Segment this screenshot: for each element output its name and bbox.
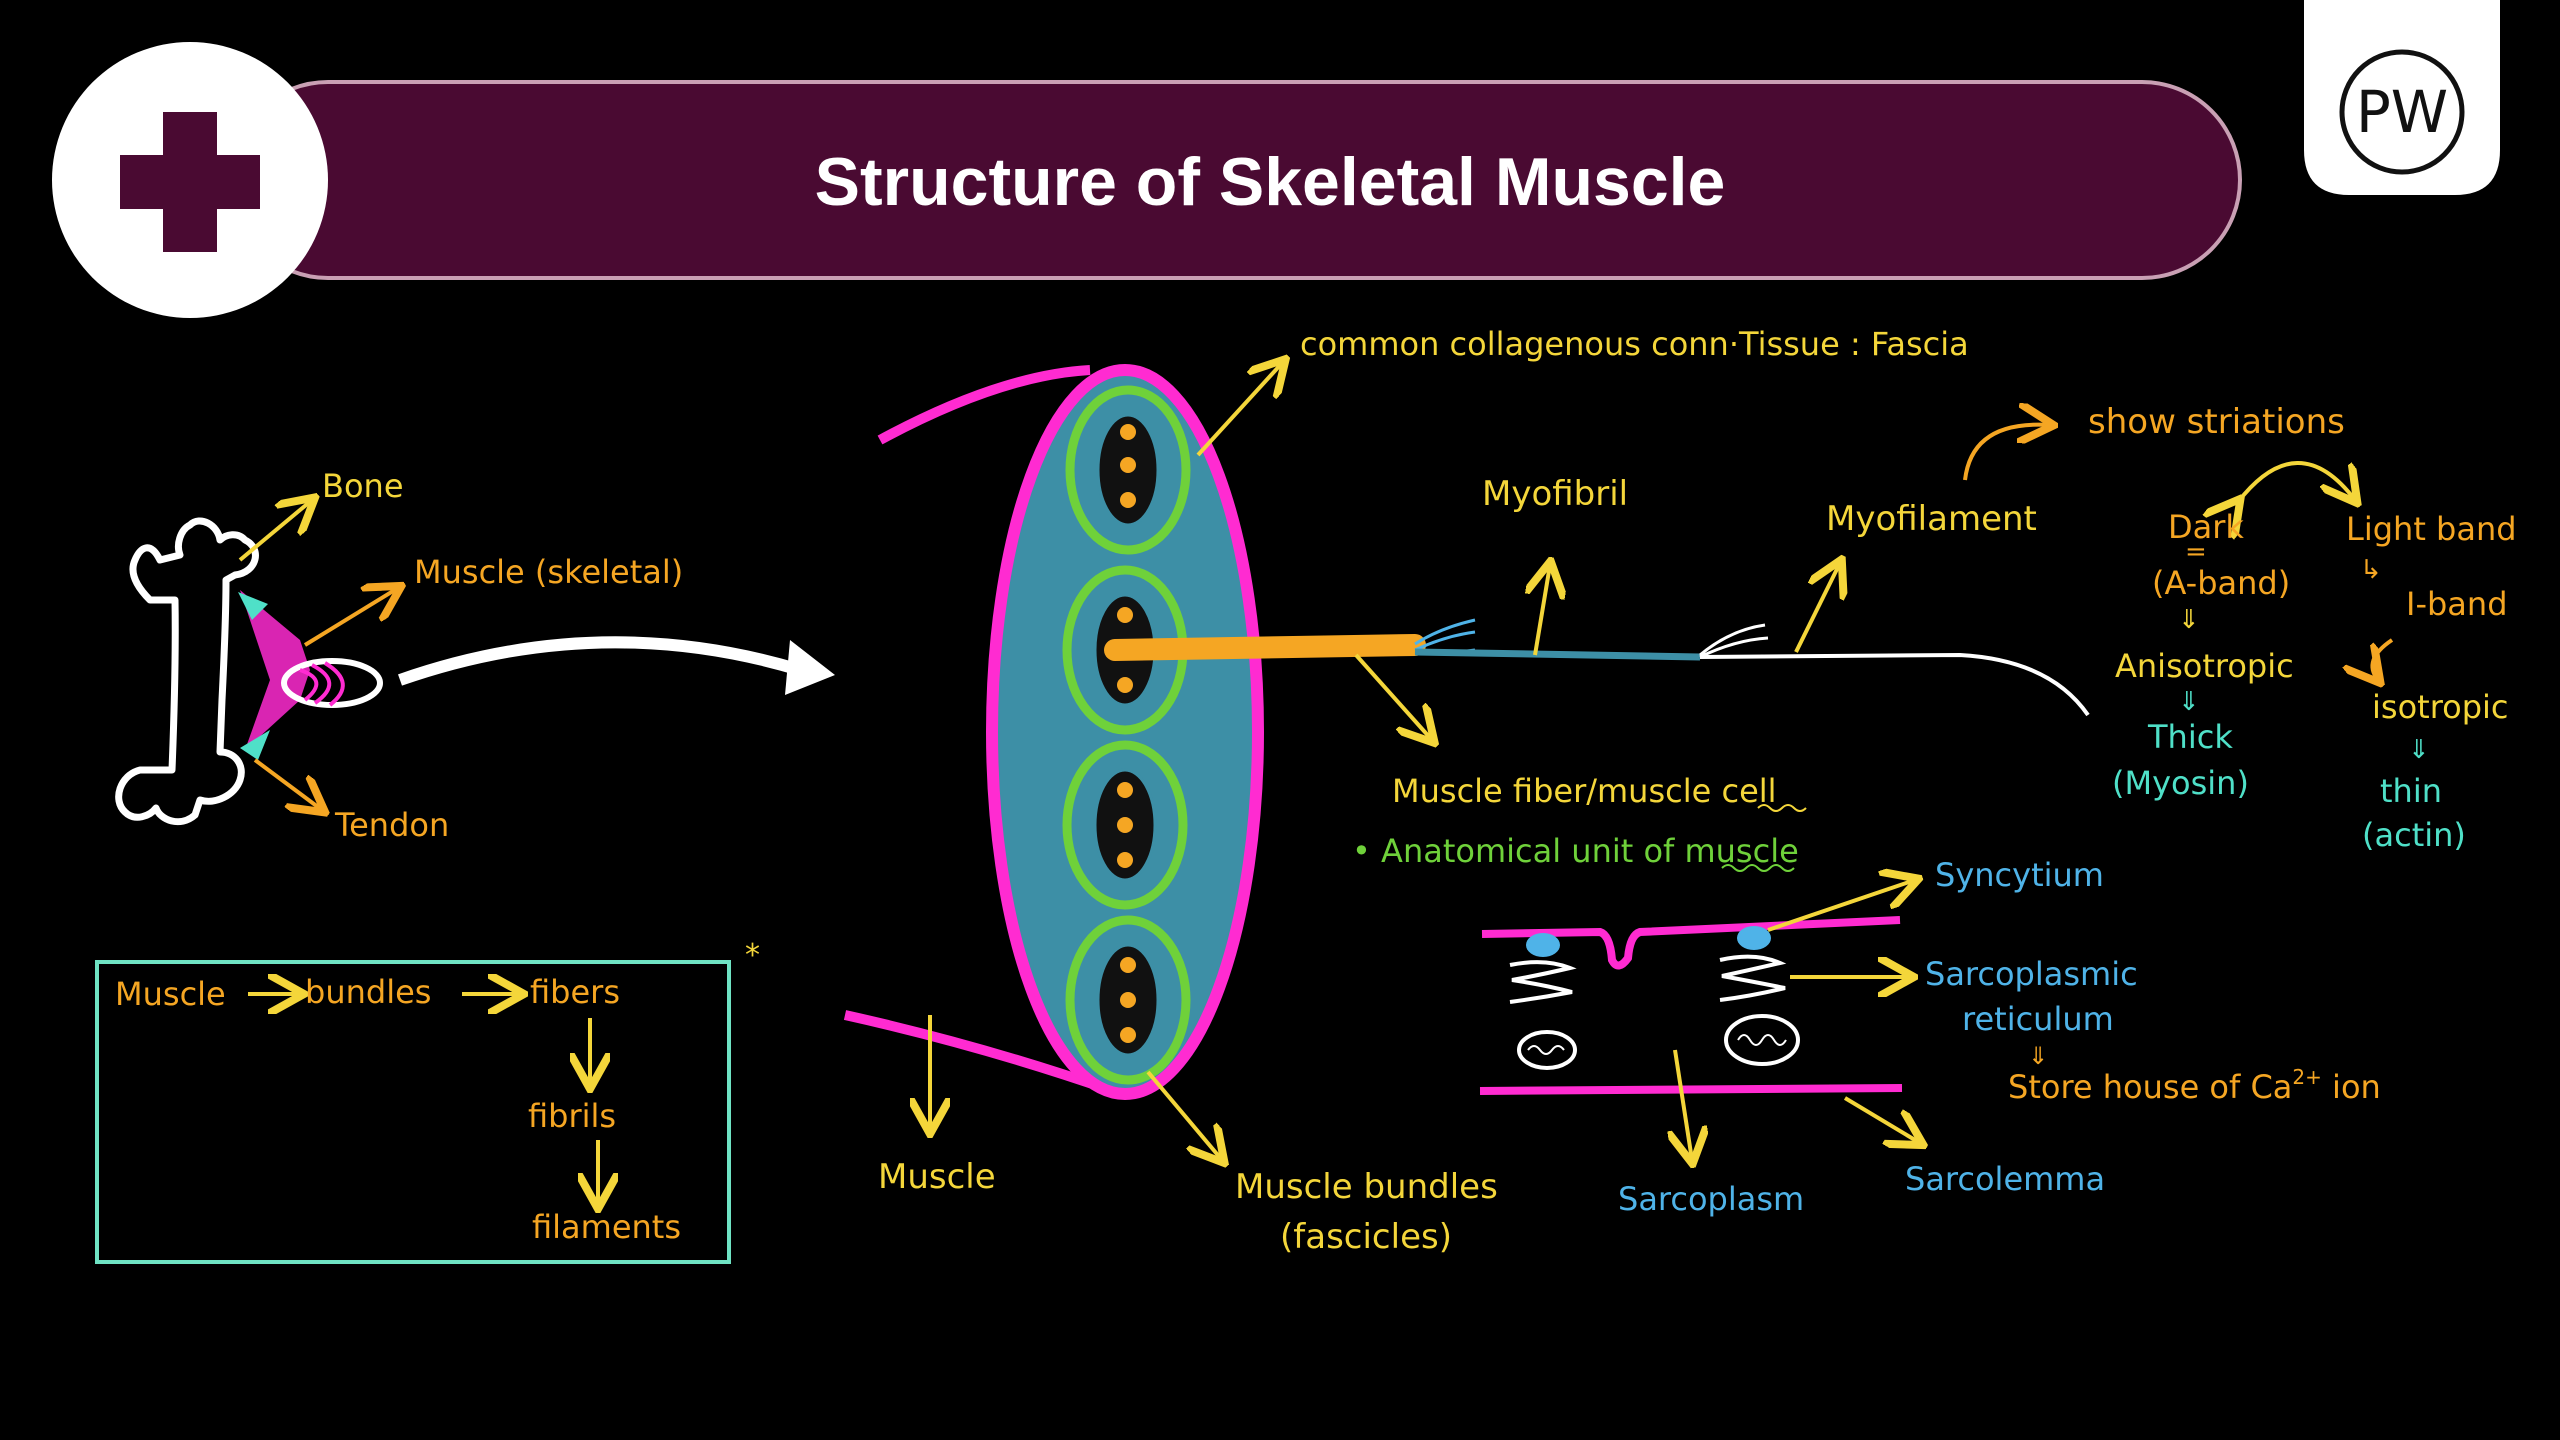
- label-a-band: (A-band): [2152, 564, 2290, 602]
- label-myosin: (Myosin): [2112, 764, 2249, 802]
- pw-logo-text: PW: [2356, 78, 2448, 146]
- label-muscle: Muscle: [878, 1157, 996, 1197]
- myofibril: [1414, 648, 1701, 661]
- label-i-band: I-band: [2406, 585, 2508, 623]
- muscle-bundle-4: [1065, 915, 1191, 1085]
- cell-underline: [1757, 804, 1807, 812]
- hierarchy-fibers: fibers: [530, 973, 620, 1011]
- arrow-tendon: [253, 758, 322, 810]
- label-anisotropic: Anisotropic: [2115, 647, 2294, 685]
- pw-logo: PW: [2304, 0, 2500, 195]
- bone-muscle-attachment: [238, 590, 383, 760]
- label-store-house: Store house of Ca2+ ion: [2008, 1065, 2381, 1106]
- header-banner: Structure of Skeletal Muscle: [52, 42, 2242, 318]
- down-arrow-thin: ⇓: [2408, 735, 2430, 765]
- label-isotropic: isotropic: [2372, 688, 2509, 726]
- sarcolemma-detail: [1479, 916, 1903, 1095]
- label-fascicles: (fascicles): [1280, 1217, 1452, 1257]
- label-thick: Thick: [2147, 718, 2233, 756]
- hierarchy-bundles: bundles: [305, 973, 431, 1011]
- label-muscle-fiber: Muscle fiber/muscle cell: [1392, 772, 1777, 810]
- muscle-underline: [1721, 864, 1795, 872]
- label-sarcolemma: Sarcolemma: [1905, 1160, 2105, 1198]
- down-arrow-store: ⇓: [2028, 1042, 2048, 1070]
- label-dark-eq: =: [2185, 537, 2207, 567]
- label-light-band: Light band: [2346, 510, 2517, 548]
- sarcoplasmic-reticulum-right: [1719, 954, 1787, 1002]
- arrow-myofilament: [1794, 563, 1840, 653]
- muscle-fiber-extension: [1104, 618, 2090, 717]
- pw-logo-ring: [2339, 49, 2465, 175]
- page-title: Structure of Skeletal Muscle: [815, 144, 1726, 220]
- arrow-muscle-bundles: [1146, 1070, 1222, 1160]
- myofilament: [1699, 652, 2090, 717]
- label-tendon: Tendon: [334, 806, 449, 844]
- label-sarcoplasm: Sarcoplasm: [1618, 1180, 1804, 1218]
- label-show-striations: show striations: [2088, 402, 2345, 442]
- label-syncytium: Syncytium: [1935, 856, 2104, 894]
- arrow-syncytium: [1767, 880, 1915, 932]
- label-anatomical-unit: • Anatomical unit of muscle: [1352, 832, 1799, 870]
- muscle-cross-section: [843, 364, 1264, 1100]
- muscle-bundle-1: [1065, 385, 1191, 555]
- arrow-muscle-fiber: [1354, 653, 1432, 740]
- hierarchy-star: *: [745, 938, 760, 973]
- label-muscle-bundles: Muscle bundles: [1235, 1167, 1498, 1207]
- down-arrow-thick: ⇓: [2178, 687, 2200, 717]
- arrow-sarcoplasm: [1675, 1049, 1692, 1160]
- arrow-show-striations: [1963, 425, 2050, 481]
- arrow-isotropic: [2372, 638, 2394, 680]
- arrow-myofibril: [1535, 565, 1550, 656]
- arrow-i-band: ↳: [2360, 555, 2382, 585]
- arrow-sarcolemma: [1843, 1096, 1920, 1143]
- bone-drawing: [115, 517, 259, 826]
- label-actin: (actin): [2362, 816, 2466, 854]
- arrow-fascia: [1196, 362, 1283, 457]
- arrow-muscle-skeletal: [303, 588, 398, 647]
- magnify-arrow-head: [785, 640, 835, 695]
- arrow-bone: [238, 500, 312, 562]
- arrow-bands: [2238, 461, 2355, 502]
- label-thin: thin: [2380, 772, 2442, 810]
- down-arrow-a: ⇓: [2178, 605, 2200, 635]
- label-fascia: common collagenous conn·Tissue : Fascia: [1300, 325, 1969, 363]
- label-myofibril: Myofibril: [1482, 474, 1628, 514]
- sarcoplasmic-reticulum-left: [1509, 960, 1577, 1004]
- label-reticulum: reticulum: [1962, 1000, 2114, 1038]
- label-muscle-skeletal: Muscle (skeletal): [414, 553, 683, 591]
- medical-cross-icon: [120, 112, 260, 252]
- hierarchy-filaments: filaments: [532, 1208, 681, 1246]
- muscle-bundle-3: [1062, 740, 1188, 910]
- label-bone: Bone: [322, 467, 404, 505]
- mitochondrion-left: [1517, 1030, 1577, 1070]
- label-sarcoplasmic: Sarcoplasmic: [1925, 955, 2138, 993]
- muscle-fiber: [1104, 634, 1426, 661]
- label-dark: Dark: [2168, 508, 2244, 546]
- label-myofilament: Myofilament: [1826, 499, 2037, 539]
- magnify-arrow: [398, 636, 802, 686]
- hierarchy-fibrils: fibrils: [528, 1097, 616, 1135]
- hierarchy-box-border: [95, 960, 731, 1264]
- myofilament-strands: [1699, 623, 1769, 659]
- hierarchy-muscle: Muscle: [115, 975, 226, 1013]
- mitochondrion-right: [1724, 1014, 1800, 1066]
- hierarchy-box: * Muscle bundles fibers fibrils filament…: [95, 938, 760, 1264]
